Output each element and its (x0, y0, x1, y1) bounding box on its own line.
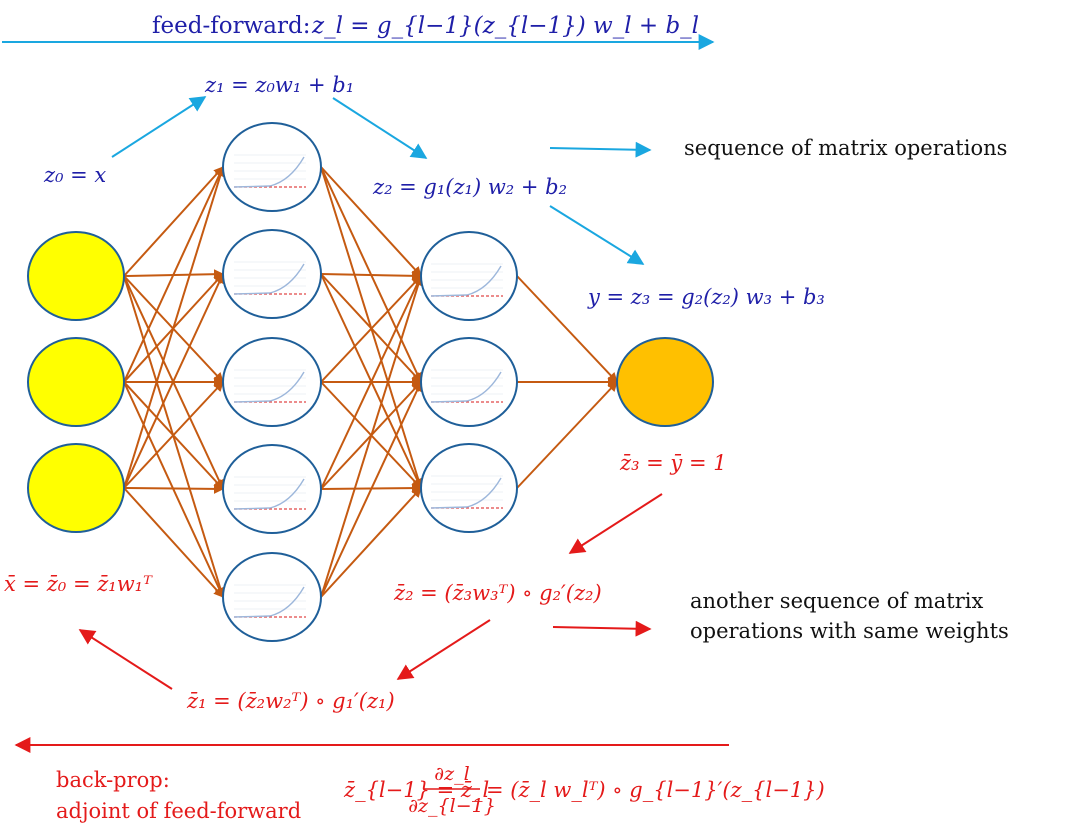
hidden-node-l2-0 (420, 231, 518, 321)
forward-arrow-z2-y (549, 205, 645, 265)
edge-l0-1-0 (123, 166, 224, 383)
xbar-equation: x̄ = z̄₀ = z̄₁w₁ᵀ (4, 572, 153, 596)
backward-arrow-zbar1-xbar (78, 629, 173, 690)
hidden-node-l1-0 (222, 122, 322, 212)
edge-l0-2-1 (123, 273, 224, 489)
forward-arrow-z0-z1 (111, 96, 207, 158)
forward-note-arrow (549, 141, 652, 158)
zbar1-equation: z̄₁ = (z̄₂w₂ᵀ) ∘ g₁′(z₁) (186, 689, 395, 713)
back-prop-label-line1: back-prop: (56, 768, 170, 792)
backward-arrow-zbar2-zbar1 (396, 619, 491, 680)
activation-curve-icon (233, 154, 306, 188)
edge-l0-2-0 (123, 166, 226, 489)
edge-l1-1-0 (320, 270, 422, 281)
hidden-node-l2-2 (420, 443, 518, 533)
back-prop-label-line2: adjoint of feed-forward (56, 799, 301, 823)
feed-forward-label: feed-forward: (152, 13, 310, 39)
activation-curve-icon (233, 584, 306, 618)
activation-curve-icon (430, 369, 503, 403)
back-prop-formula-denominator: ∂z_{l−1} (408, 795, 496, 817)
edge-l0-2-3 (123, 483, 224, 494)
input-node-2 (27, 443, 125, 533)
edge-l1-2-0 (320, 275, 422, 383)
network-nodes (27, 122, 714, 642)
activation-curve-icon (233, 369, 306, 403)
activation-curve-icon (430, 475, 503, 509)
edge-l0-2-2 (123, 381, 224, 489)
back-prop-formula-numerator: ∂z_l (434, 763, 469, 785)
hidden-node-l1-3 (222, 444, 322, 534)
hidden-node-l2-1 (420, 337, 518, 427)
edge-l1-4-1 (320, 381, 422, 598)
backward-arrow-zbar3-zbar2 (568, 493, 663, 554)
edge-l2-0-0 (516, 275, 618, 383)
edge-l0-0-0 (123, 166, 224, 277)
z0-equation: z₀ = x (43, 163, 106, 187)
input-node-0 (27, 231, 125, 321)
edge-l2-2-0 (516, 381, 618, 489)
forward-arrow-z1-z2 (332, 97, 428, 159)
z2-equation: z₂ = g₁(z₁) w₂ + b₂ (372, 175, 567, 199)
back-prop-formula-left: z̄_{l−1} = z̄_l (343, 778, 489, 802)
edge-l1-4-2 (320, 487, 422, 598)
input-node-1 (27, 337, 125, 427)
y-equation: y = z₃ = g₂(z₂) w₃ + b₃ (587, 285, 825, 309)
activation-curve-icon (233, 476, 306, 510)
forward-note: sequence of matrix operations (684, 136, 1007, 160)
backward-note-line2: operations with same weights (690, 619, 1009, 643)
network-edges (123, 166, 618, 598)
backward-note-line1: another sequence of matrix (690, 589, 984, 613)
zbar2-equation: z̄₂ = (z̄₃w₃ᵀ) ∘ g₂′(z₂) (393, 581, 602, 605)
z1-equation: z₁ = z₀w₁ + b₁ (204, 73, 354, 97)
edge-l1-0-0 (320, 166, 422, 277)
edge-l0-2-4 (123, 487, 224, 598)
edge-l1-4-0 (320, 275, 424, 598)
activation-curve-icon (233, 261, 306, 295)
backward-note-arrow (552, 620, 652, 637)
zbar3-equation: z̄₃ = ȳ = 1 (619, 451, 727, 475)
back-prop-formula-right: = (z̄_l w_lᵀ) ∘ g_{l−1}′(z_{l−1}) (486, 778, 825, 802)
hidden-node-l1-4 (222, 552, 322, 642)
output-node (616, 337, 714, 427)
feed-forward-formula: z_l = g_{l−1}(z_{l−1}) w_l + b_l (311, 13, 699, 39)
hidden-node-l1-2 (222, 337, 322, 427)
activation-curve-icon (430, 263, 503, 297)
edge-l1-3-0 (320, 275, 422, 490)
hidden-node-l1-1 (222, 229, 322, 319)
